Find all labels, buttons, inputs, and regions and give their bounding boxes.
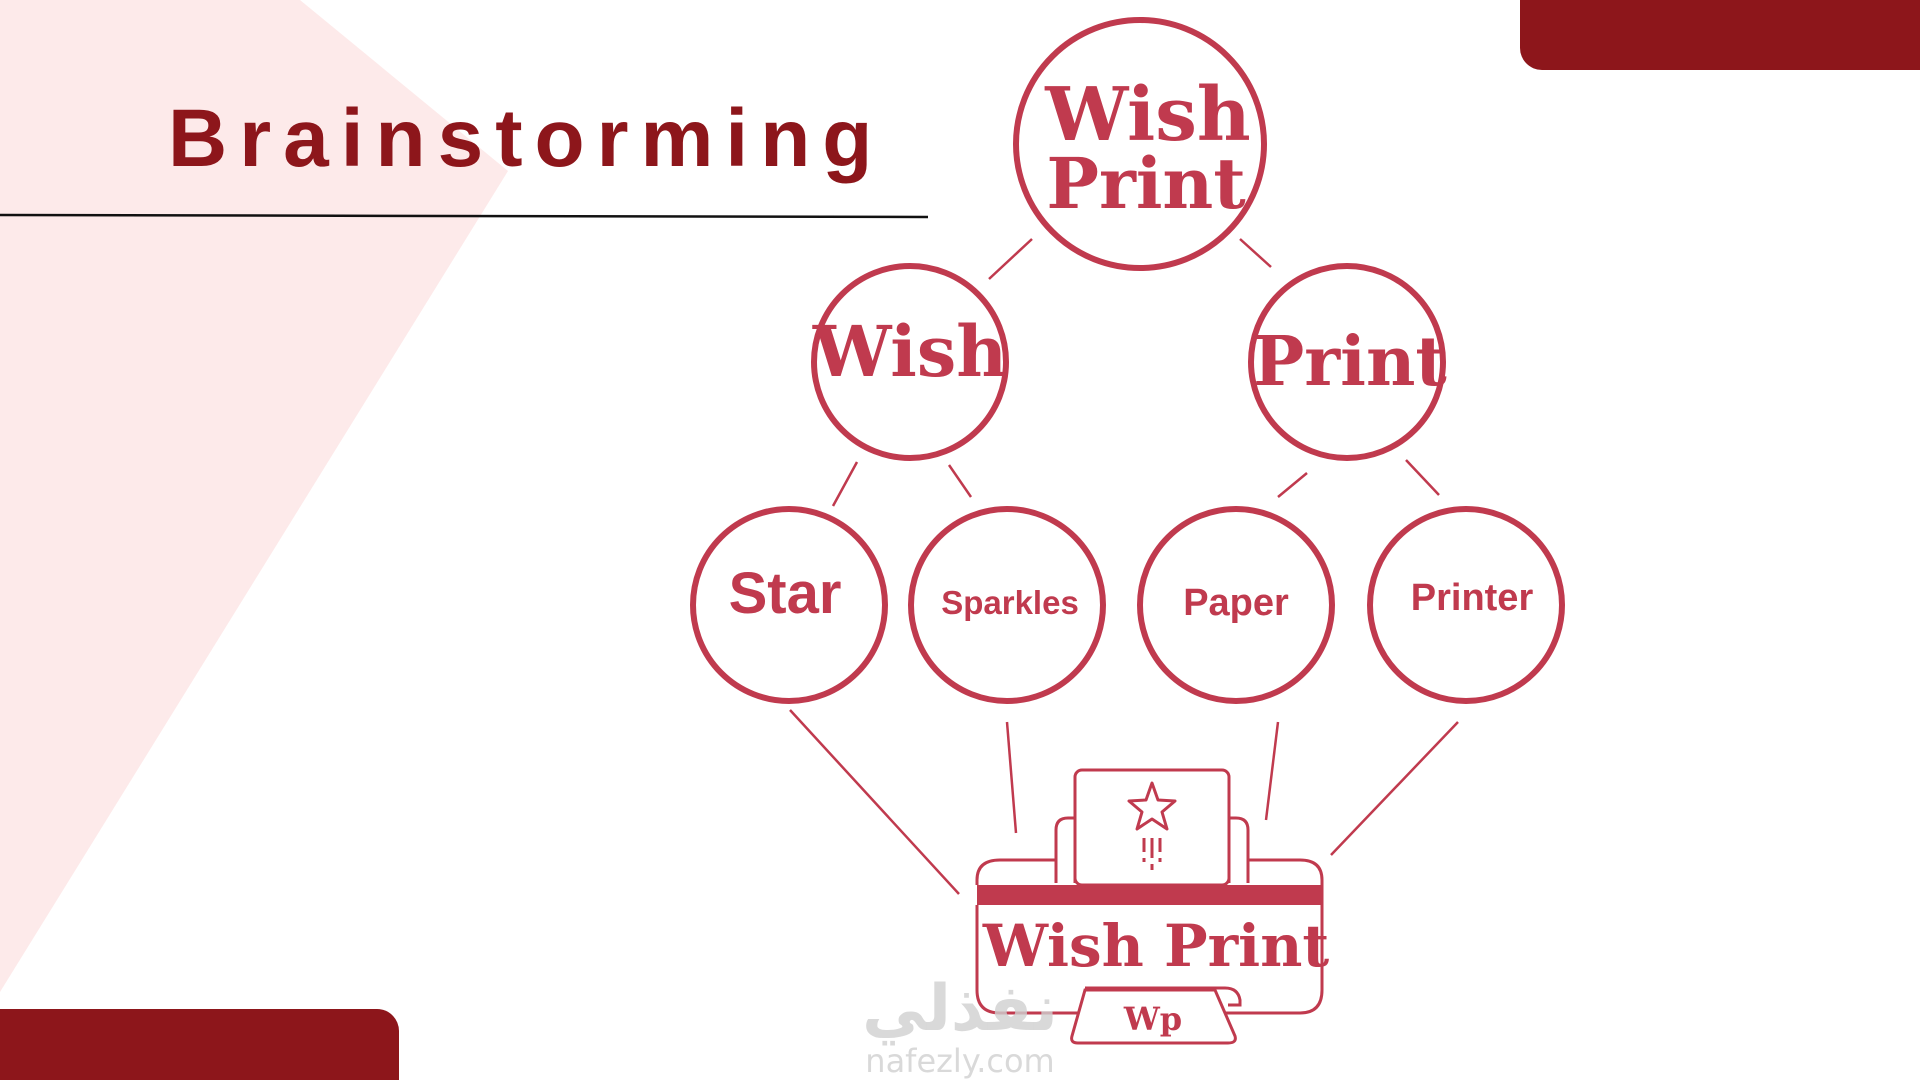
node-printer: Printer bbox=[1367, 506, 1565, 704]
pink-background-shape bbox=[0, 0, 508, 992]
connector-lines bbox=[789, 238, 1459, 895]
svg-text:Sparkles: Sparkles bbox=[941, 584, 1079, 621]
node-print: Print bbox=[1248, 263, 1447, 461]
svg-text:Star: Star bbox=[729, 561, 842, 626]
svg-text:Print: Print bbox=[1253, 322, 1447, 402]
bottom-left-bar bbox=[0, 1009, 399, 1080]
slide-title: Brainstorming bbox=[168, 93, 884, 184]
node-sparkles: Sparkles bbox=[908, 506, 1106, 704]
title-underline bbox=[0, 213, 929, 219]
watermark: نفذلي nafezly.com bbox=[862, 972, 1058, 1080]
svg-text:nafezly.com: nafezly.com bbox=[865, 1042, 1054, 1080]
svg-text:Wp: Wp bbox=[1123, 1000, 1182, 1038]
node-star: Star bbox=[690, 506, 888, 704]
svg-text:Wish: Wish bbox=[812, 310, 1007, 393]
root-node: Wish Print bbox=[1013, 17, 1267, 271]
printer-logo: Wish Print Wp bbox=[975, 768, 1330, 1045]
svg-text:نفذلي: نفذلي bbox=[862, 972, 1058, 1046]
top-right-bar bbox=[1520, 0, 1920, 70]
svg-text:Wish Print: Wish Print bbox=[982, 912, 1330, 980]
star-icon bbox=[1127, 781, 1177, 870]
svg-text:Wish: Wish bbox=[1044, 72, 1250, 158]
node-wish: Wish bbox=[811, 263, 1009, 461]
svg-text:Paper: Paper bbox=[1183, 582, 1289, 624]
node-paper: Paper bbox=[1137, 506, 1335, 704]
svg-text:Print: Print bbox=[1046, 142, 1245, 225]
svg-text:Printer: Printer bbox=[1411, 577, 1534, 619]
